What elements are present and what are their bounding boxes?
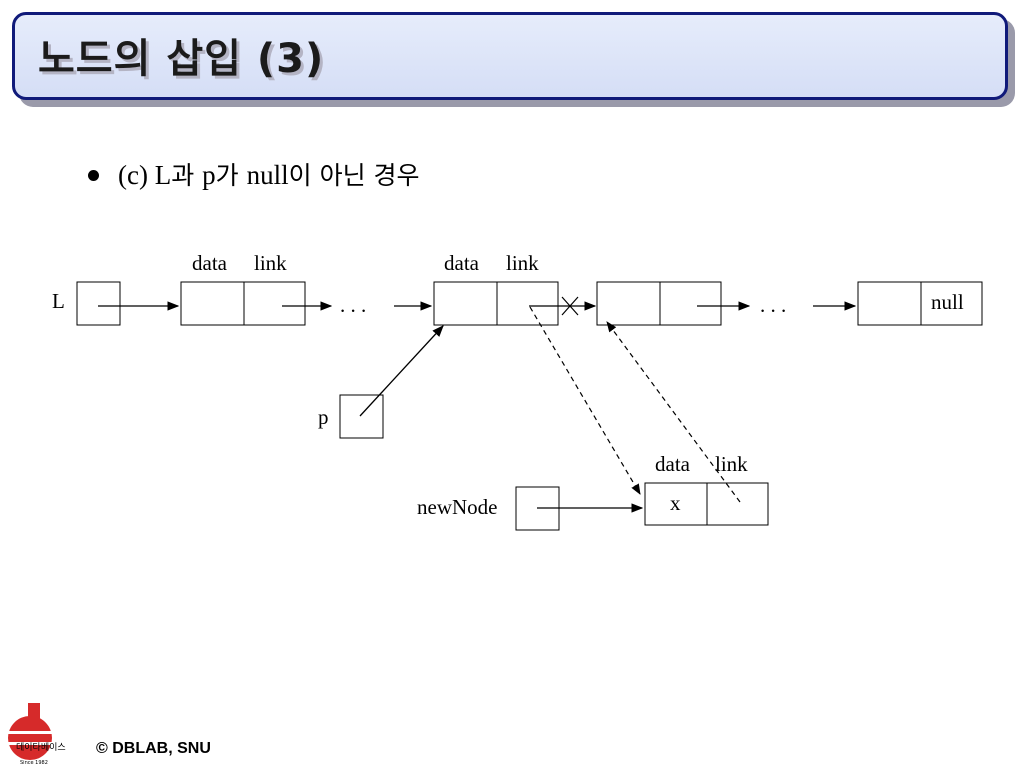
bullet-text: (c) L과 p가 null이 아닌 경우 (118, 156, 420, 192)
logo-stripe-2 (8, 742, 52, 745)
slide-title: 노드의 삽입 (3) (38, 36, 325, 82)
label-L: L (52, 289, 65, 313)
bullet-part-not-case: 이 아닌 경우 (288, 161, 420, 190)
node1 (180, 281, 306, 326)
logo-top-bar (28, 703, 40, 719)
cross-mark-b (561, 296, 579, 316)
dashed-link-newnode-to-node3 (606, 321, 741, 503)
bullet-dot (88, 170, 99, 181)
footer-copyright: © DBLAB, SNU (96, 740, 211, 757)
bullet-part-c-L: (c) L (118, 160, 172, 190)
new-node-x: x (670, 491, 681, 515)
node1-data-label: data (192, 251, 228, 275)
node2-link-label: link (506, 251, 539, 275)
node1-link-label: link (254, 251, 287, 275)
ellipsis-1: . . . (340, 293, 366, 317)
title-box (12, 12, 1008, 100)
node2 (433, 281, 559, 326)
last-node (857, 281, 983, 326)
logo-disc (8, 716, 52, 760)
ellipsis-2: . . . (760, 293, 786, 317)
logo-stripe-1 (8, 731, 52, 734)
newnode-link-label: link (715, 452, 748, 476)
bullet-part-gwa: 과 (171, 161, 203, 190)
L-pointer-box (76, 281, 121, 326)
label-newnode: newNode (417, 495, 497, 519)
newnode-data-label: data (655, 452, 691, 476)
node3 (596, 281, 722, 326)
dashed-link-to-newnode (529, 306, 641, 495)
p-pointer-box (339, 394, 384, 439)
label-p: p (318, 405, 329, 429)
bullet-part-ga: 가 (215, 161, 247, 190)
logo-text: 데이타베이스 (16, 742, 66, 753)
p-arrow (359, 325, 444, 417)
last-node-null: null (931, 290, 964, 314)
logo-since: Since 1982 (20, 760, 48, 766)
dblab-logo: 데이타베이스 Since 1982 (2, 702, 76, 766)
bullet-part-null: null (246, 160, 289, 190)
bullet-part-p: p (202, 160, 216, 190)
node2-data-label: data (444, 251, 480, 275)
